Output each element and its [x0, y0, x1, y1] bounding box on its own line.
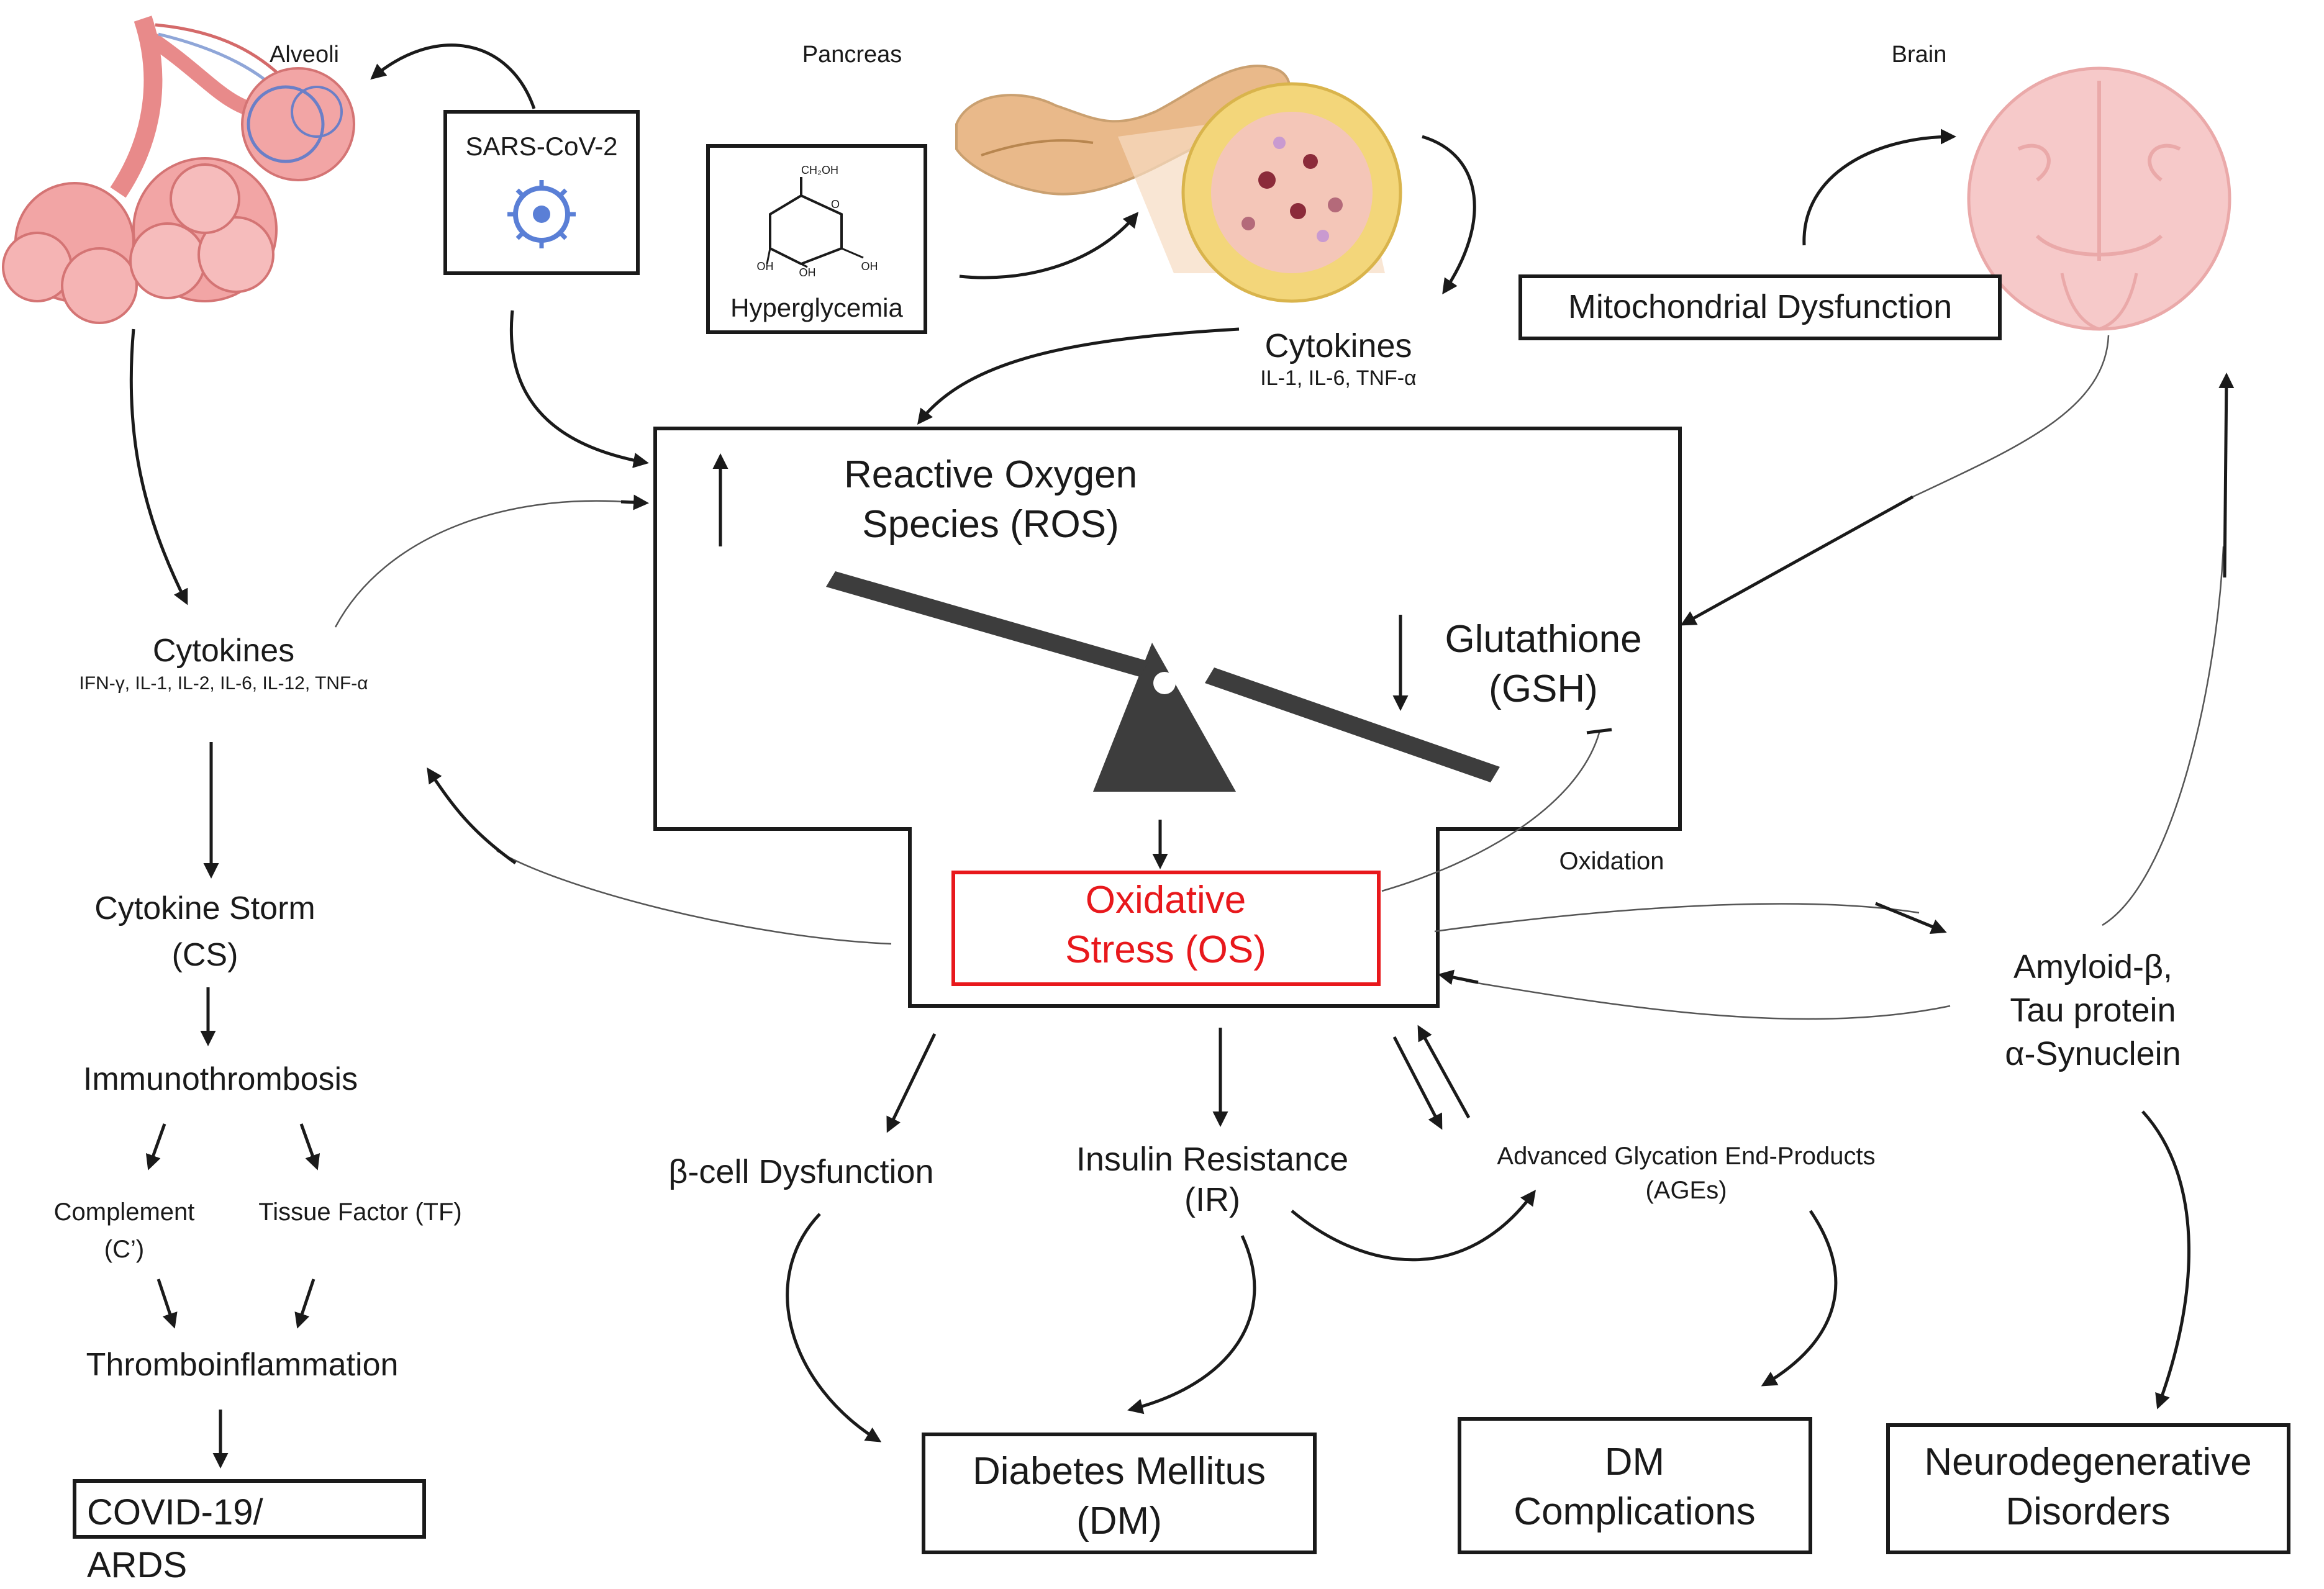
glucose-oh-1-label: OH — [757, 260, 774, 273]
ages-line2: (AGEs) — [1645, 1177, 1727, 1204]
oxidation-label: Oxidation — [1559, 848, 1664, 875]
glucose-structure-icon — [766, 177, 864, 268]
dm-line2: (DM) — [1076, 1500, 1162, 1542]
brain-label: Brain — [1892, 42, 1947, 68]
amyloid-line2: Tau protein — [2010, 992, 2176, 1029]
alveoli-illustration — [2, 16, 355, 324]
beta-cell-label: β-cell Dysfunction — [668, 1153, 933, 1190]
glucose-oh-3-label: OH — [861, 260, 878, 273]
amyloid-line1: Amyloid-β, — [2013, 948, 2172, 985]
cytokine-storm-line2: (CS) — [172, 937, 238, 973]
amyloid-line3: α-Synuclein — [2005, 1035, 2181, 1072]
os-line2: Stress (OS) — [1065, 928, 1266, 971]
mito-box — [1518, 274, 2002, 340]
cytokine-storm-line1: Cytokine Storm — [94, 890, 315, 926]
brain-illustration — [1967, 66, 2231, 331]
glucose-oh-2-label: OH — [799, 266, 816, 279]
virus-label: SARS-CoV-2 — [465, 132, 617, 161]
dm-box — [922, 1433, 1317, 1554]
virus-icon — [507, 180, 576, 248]
covid-ards-line2: ARDS — [87, 1545, 187, 1585]
connector-arrows — [129, 43, 2235, 1469]
ros-line2: Species (ROS) — [862, 503, 1119, 546]
dm-complications-line1: DM — [1605, 1441, 1664, 1483]
complement-line1: Complement — [54, 1198, 195, 1226]
pancreas-label: Pancreas — [802, 42, 902, 68]
glucose-box — [706, 144, 927, 334]
mito-label: Mitochondrial Dysfunction — [1568, 288, 1952, 325]
lung-cytokines-title: Cytokines — [153, 633, 294, 669]
ir-line2: (IR) — [1184, 1181, 1240, 1218]
gsh-line2: (GSH) — [1489, 668, 1598, 710]
os-box — [951, 871, 1381, 986]
dm-complications-box — [1458, 1417, 1812, 1554]
neuro-line2: Disorders — [2005, 1490, 2170, 1533]
covid-ards-box — [73, 1479, 426, 1539]
neuro-line1: Neurodegenerative — [1924, 1441, 2251, 1483]
complement-line2: (C’) — [104, 1236, 144, 1263]
glucose-ch2oh-label: CH₂OH — [801, 164, 838, 176]
pancreas-cytokines-title: Cytokines — [1264, 327, 1412, 364]
pancreas-cytokines-list: IL-1, IL-6, TNF-α — [1260, 366, 1416, 390]
dm-line1: Diabetes Mellitus — [973, 1450, 1266, 1493]
hyperglycemia-label: Hyperglycemia — [730, 293, 903, 322]
covid-ards-line1: COVID-19/ — [87, 1492, 264, 1532]
alveoli-label: Alveoli — [270, 42, 339, 68]
os-line1: Oxidative — [1086, 879, 1246, 921]
lung-cytokines-list: IFN-γ, IL-1, IL-2, IL-6, IL-12, TNF-α — [79, 673, 368, 694]
pancreas-illustration — [955, 65, 1402, 303]
ros-line1: Reactive Oxygen — [844, 453, 1137, 496]
virus-box — [443, 110, 640, 275]
ages-line1: Advanced Glycation End-Products — [1497, 1143, 1875, 1170]
seesaw-icon — [826, 571, 1500, 792]
ir-line1: Insulin Resistance — [1076, 1141, 1348, 1178]
gsh-line1: Glutathione — [1445, 618, 1641, 661]
immunothrombosis-label: Immunothrombosis — [83, 1061, 358, 1097]
neuro-box — [1886, 1423, 2290, 1554]
glucose-ring-o-label: O — [831, 198, 840, 211]
tissue-factor-label: Tissue Factor (TF) — [258, 1198, 461, 1226]
thromboinflammation-label: Thromboinflammation — [86, 1347, 399, 1383]
dm-complications-line2: Complications — [1514, 1490, 1755, 1533]
